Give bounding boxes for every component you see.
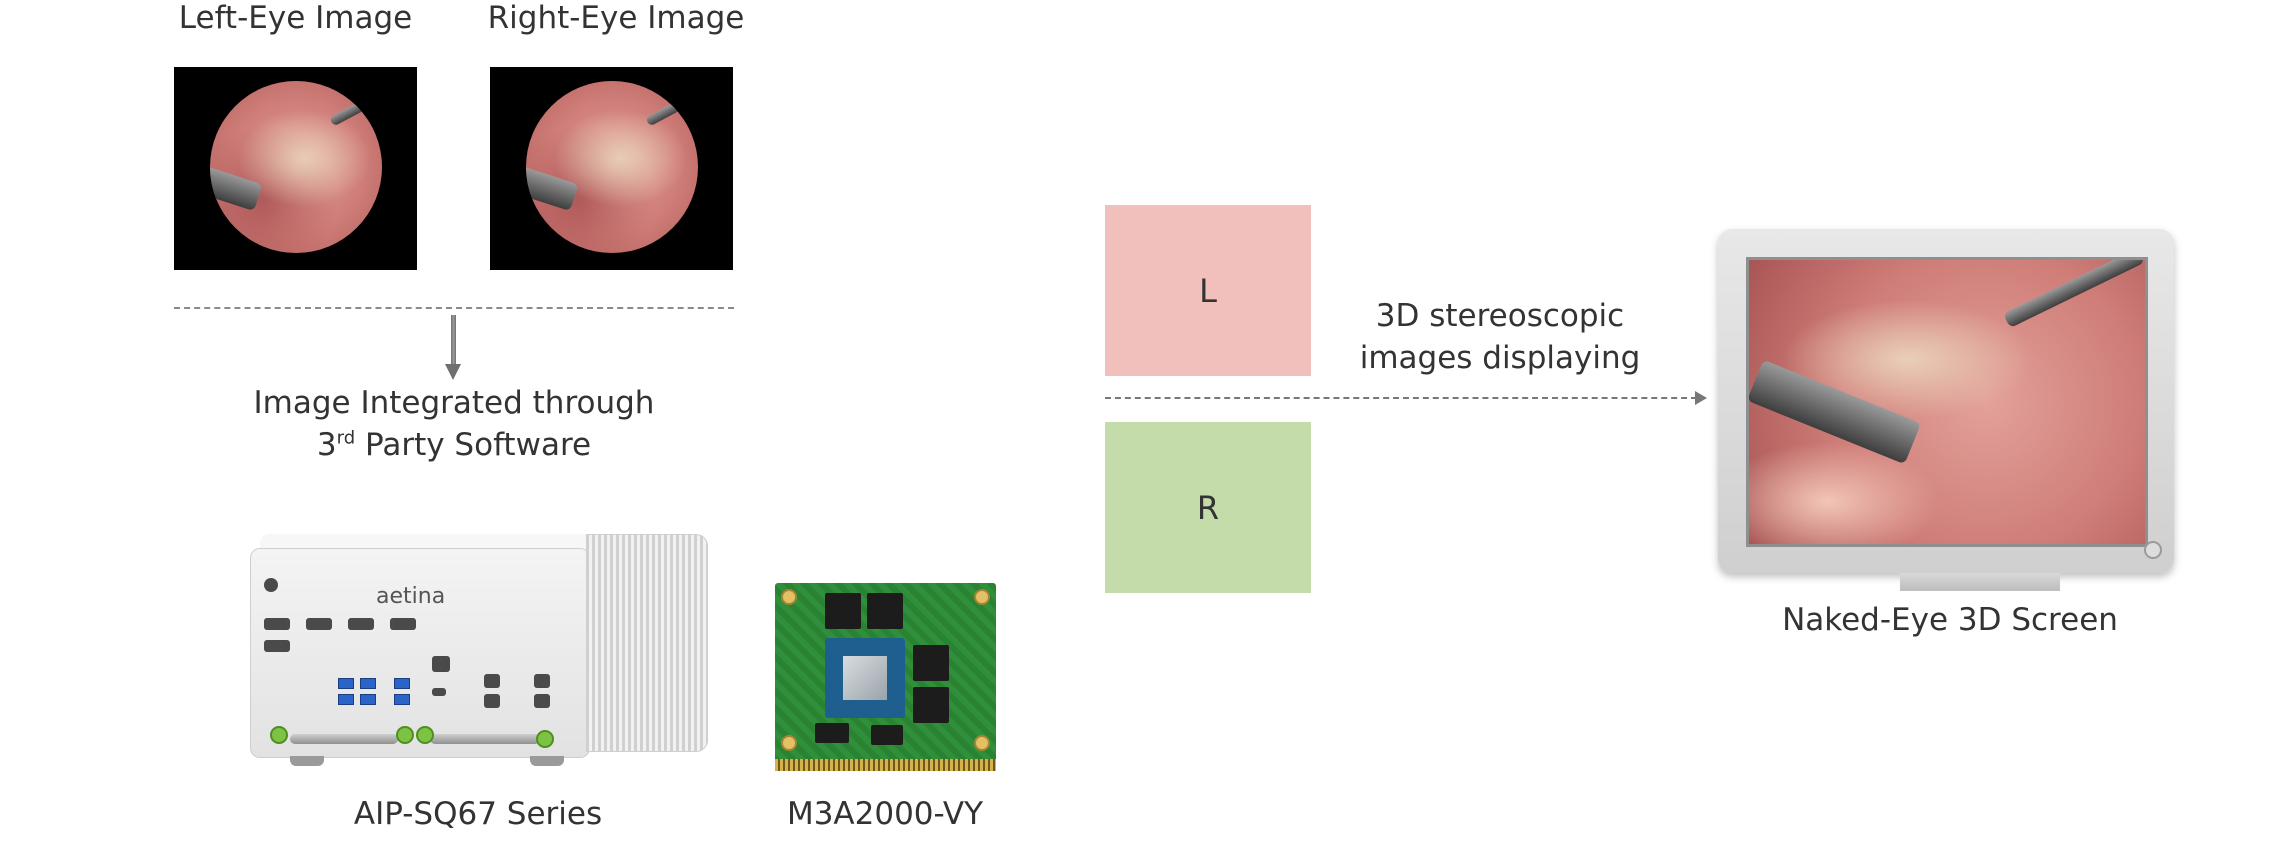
integration-ordinal: 3	[316, 427, 337, 463]
gpu-chip	[825, 638, 905, 718]
memory-chip	[867, 593, 903, 629]
lan-port-icon	[432, 656, 450, 672]
stereo-text-line1: 3D stereoscopic	[1375, 298, 1625, 334]
memory-chip	[825, 593, 861, 629]
usb-port-icon	[360, 694, 376, 705]
antenna-connector-icon	[270, 726, 288, 744]
left-eye-caption: Left-Eye Image	[178, 0, 413, 36]
down-arrow-head	[445, 364, 461, 380]
integration-text-line1: Image Integrated through	[253, 385, 655, 421]
monitor-caption: Naked-Eye 3D Screen	[1782, 602, 2118, 638]
lan-port-icon	[484, 674, 500, 688]
endoscope-view	[526, 81, 698, 253]
down-arrow	[451, 315, 456, 365]
surgical-tool	[526, 162, 579, 212]
lan-port-icon	[484, 694, 500, 708]
integration-text-line2: 3rd Party Software	[190, 427, 718, 463]
dashed-separator	[174, 307, 734, 309]
antenna-connector-icon	[396, 726, 414, 744]
surgical-tool	[210, 162, 263, 212]
pc-foot	[530, 756, 564, 766]
memory-chip	[913, 687, 949, 723]
memory-chip	[871, 725, 903, 745]
pc-front-panel: aetina	[250, 548, 590, 758]
dashed-arrow-head	[1695, 391, 1707, 405]
dashed-arrow	[1105, 397, 1697, 399]
mount-hole-icon	[974, 735, 990, 751]
memory-chip	[815, 723, 849, 743]
com-port-icon	[306, 618, 332, 630]
right-eye-caption: Right-Eye Image	[487, 0, 745, 36]
monitor-screen	[1746, 257, 2148, 547]
lan-port-icon	[534, 694, 550, 708]
naked-eye-3d-monitor	[1718, 229, 2174, 573]
monitor-stand	[1900, 573, 2060, 591]
gpu-die	[843, 656, 887, 700]
antenna-connector-icon	[416, 726, 434, 744]
mount-hole-icon	[974, 589, 990, 605]
usb-port-icon	[338, 694, 354, 705]
antenna-connector-icon	[536, 730, 554, 748]
pc-heatsink	[586, 534, 708, 752]
hdmi-port-icon	[432, 688, 446, 696]
monitor-power-icon	[2144, 541, 2162, 559]
surgical-forceps	[329, 89, 382, 127]
right-image-box: R	[1105, 422, 1311, 593]
brand-logo: aetina	[376, 584, 446, 609]
mount-hole-icon	[781, 589, 797, 605]
integration-text-rest: Party Software	[355, 427, 592, 463]
usb-port-icon	[394, 678, 410, 689]
lan-port-icon	[534, 674, 550, 688]
right-eye-image	[490, 67, 733, 270]
com-port-icon	[264, 618, 290, 630]
com-port-icon	[264, 640, 290, 652]
mount-hole-icon	[781, 735, 797, 751]
module-caption: M3A2000-VY	[786, 796, 984, 832]
pc-caption: AIP-SQ67 Series	[353, 796, 603, 832]
com-port-icon	[348, 618, 374, 630]
pc-foot	[290, 756, 324, 766]
usb-port-icon	[394, 694, 410, 705]
m3a2000-vy-module	[775, 583, 996, 771]
pc-handle	[290, 734, 398, 744]
aip-sq67-box-pc: aetina	[250, 534, 708, 772]
power-button-icon	[264, 578, 278, 592]
usb-port-icon	[338, 678, 354, 689]
com-port-icon	[390, 618, 416, 630]
stereo-text-line2: images displaying	[1359, 340, 1641, 376]
usb-port-icon	[360, 678, 376, 689]
memory-chip	[913, 645, 949, 681]
left-image-box: L	[1105, 205, 1311, 376]
surgical-forceps	[645, 89, 698, 127]
endoscope-view	[210, 81, 382, 253]
left-eye-image	[174, 67, 417, 270]
integration-ordinal-suffix: rd	[336, 427, 356, 449]
pc-handle	[430, 734, 540, 744]
board-edge-connector	[775, 759, 996, 771]
